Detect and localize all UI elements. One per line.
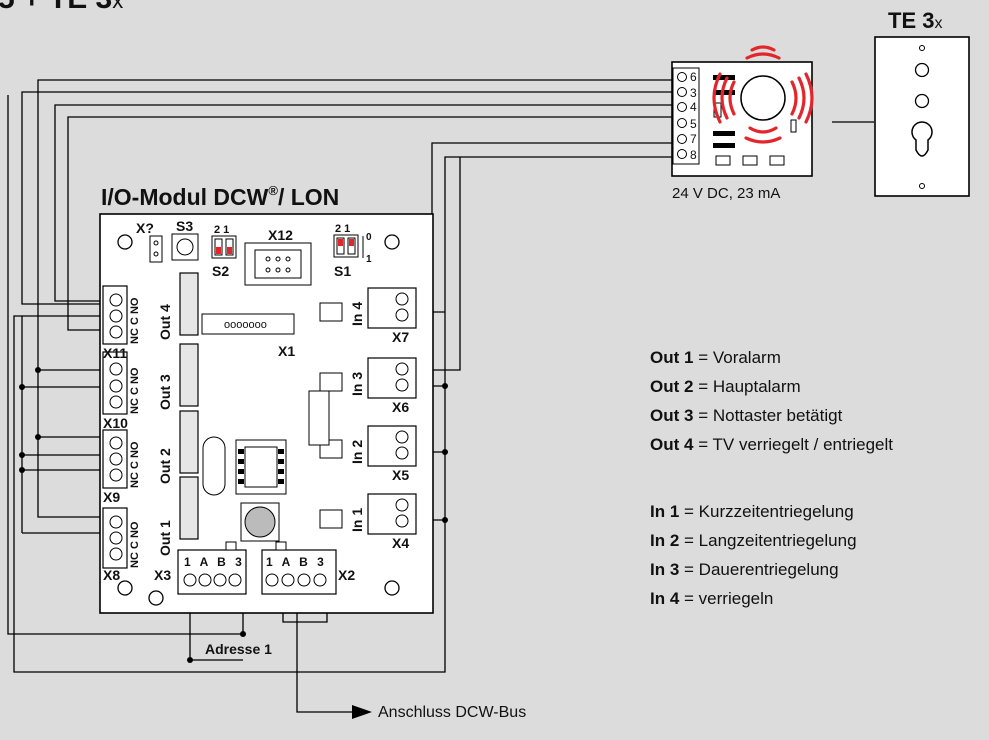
label-s1-one: 1 (366, 254, 372, 265)
te3-terminal-block: 6 3 4 5 7 8 (672, 67, 700, 165)
sound-waves-icon (712, 45, 814, 144)
legend-out4: Out 4 = TV verriegelt / entriegelt (650, 435, 893, 454)
label-x5: X5 (392, 467, 409, 483)
te3-terminal-5: 5 (690, 117, 697, 131)
te3-terminal-4: 4 (690, 100, 697, 114)
in3-label: In 3 (349, 372, 365, 396)
te3-unit: 6 3 4 5 7 8 (671, 45, 874, 202)
out2-label: Out 2 (157, 448, 173, 484)
buzzer-icon (740, 75, 786, 121)
adresse-label: Adresse 1 (205, 641, 272, 657)
label-s1-pins: 2 1 (335, 223, 350, 235)
legend-in4: In 4 = verriegeln (650, 589, 773, 608)
output-labels: NC C NO Out 4 NC C NO Out 3 NC C NO Out … (129, 297, 173, 568)
module-labels: X? S3 2 1 S2 X12 2 1 0 1 S1 X1 X7 X6 X5 … (103, 218, 409, 583)
label-s2-pins: 2 1 (214, 224, 229, 236)
te3-spec: 24 V DC, 23 mA (672, 185, 780, 202)
legend-in1: In 1 = Kurzzeitentriegelung (650, 502, 854, 521)
label-s2: S2 (212, 263, 229, 279)
nc-c-no-out1: NC C NO (129, 521, 141, 568)
label-x7: X7 (392, 329, 409, 345)
label-x4: X4 (392, 535, 409, 551)
nc-c-no-out2: NC C NO (129, 441, 141, 488)
in4-label: In 4 (349, 302, 365, 326)
legend-out2: Out 2 = Hauptalarm (650, 377, 801, 396)
te3-terminal-3: 3 (690, 86, 697, 100)
in1-label: In 1 (349, 508, 365, 532)
out1-label: Out 1 (157, 520, 173, 556)
legend-in2: In 2 = Langzeitentriegelung (650, 531, 857, 550)
legend-out3: Out 3 = Nottaster betätigt (650, 406, 843, 425)
label-x3-pins: 1 A B 3 (184, 555, 245, 569)
te3-terminal-6: 6 (690, 70, 697, 84)
label-x1: X1 (278, 343, 295, 359)
label-s3: S3 (176, 218, 193, 234)
legend-out1: Out 1 = Voralarm (650, 348, 781, 367)
label-x10: X10 (103, 415, 128, 431)
label-s1-zero: 0 (366, 232, 372, 243)
in2-label: In 2 (349, 440, 365, 464)
label-x11: X11 (103, 345, 127, 361)
header-title: 5 + TE 3x (0, 0, 123, 15)
out4-label: Out 4 (157, 304, 173, 340)
te3x-title: TE 3x (888, 8, 942, 33)
label-x12: X12 (268, 227, 293, 243)
label-x2: X2 (338, 567, 355, 583)
label-xq: X? (136, 220, 154, 236)
nc-c-no-out3: NC C NO (129, 367, 141, 414)
legend: Out 1 = Voralarm Out 2 = Hauptalarm Out … (650, 348, 893, 608)
te3-terminal-7: 7 (690, 132, 697, 146)
lock-cylinder-icon (911, 121, 933, 157)
label-x6: X6 (392, 399, 409, 415)
te3x-plate: TE 3x (874, 8, 970, 197)
wire-junctions (19, 367, 448, 663)
label-x9: X9 (103, 489, 120, 505)
legend-in3: In 3 = Dauerentriegelung (650, 560, 839, 579)
input-labels: In 4 In 3 In 2 In 1 (349, 302, 365, 532)
svg-text:ooooooo: ooooooo (224, 319, 267, 331)
label-x2-pins: 1 A B 3 (266, 555, 327, 569)
te3-terminal-8: 8 (690, 148, 697, 162)
label-s1: S1 (334, 263, 351, 279)
label-x8: X8 (103, 567, 120, 583)
out3-label: Out 3 (157, 374, 173, 410)
io-module-board: ooooooo (99, 213, 434, 614)
nc-c-no-out4: NC C NO (129, 297, 141, 344)
label-x3: X3 (154, 567, 171, 583)
bus-label: Anschluss DCW-Bus (378, 704, 526, 721)
module-title: I/O-Modul DCW®/ LON (101, 183, 339, 210)
